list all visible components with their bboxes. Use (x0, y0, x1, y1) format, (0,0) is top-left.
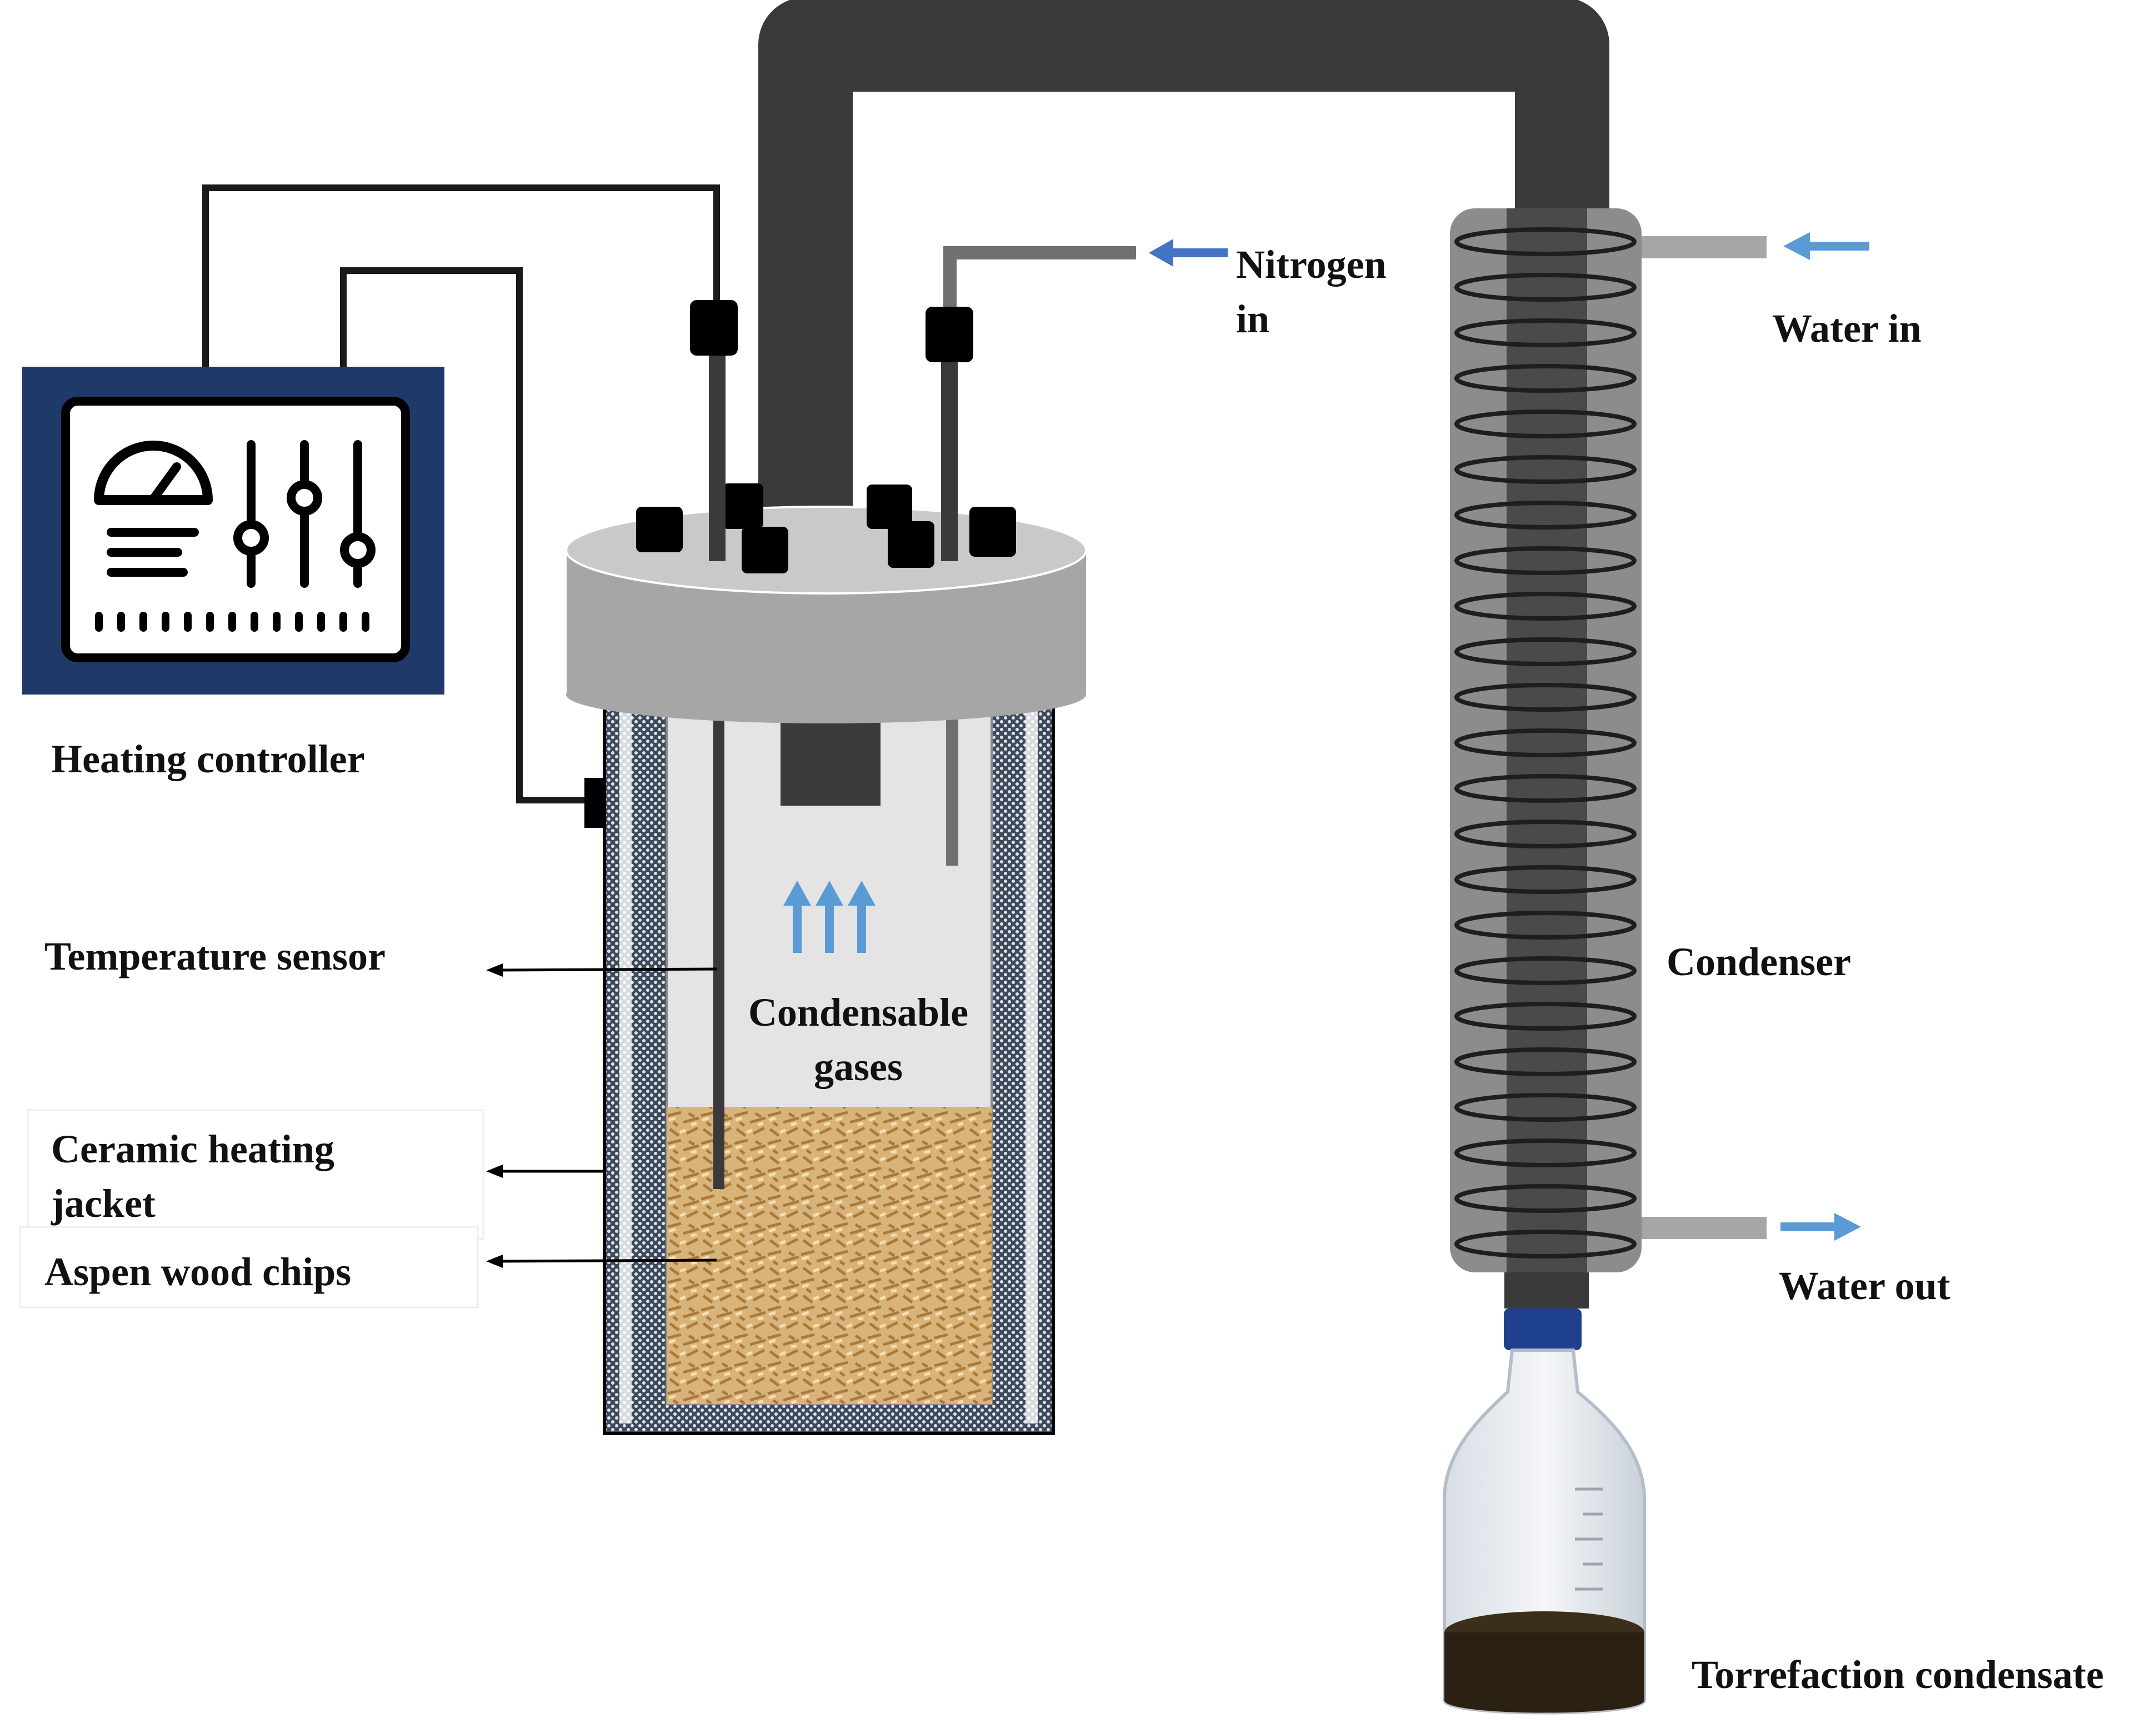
water-inlet-port (1642, 236, 1767, 258)
condenser-label: Condenser (1667, 940, 1851, 984)
water-outlet-port (1642, 1217, 1767, 1239)
aspen-label-box (19, 1226, 479, 1309)
bottle-cap (1504, 1309, 1582, 1350)
gas-outlet-pipe (758, 0, 1609, 700)
lid-bolt (722, 483, 763, 529)
gas-flow-arrows (783, 881, 876, 953)
nitrogen-in-label-line1: Nitrogen (1236, 242, 1387, 287)
water-out-label: Water out (1779, 1263, 1950, 1308)
ceramic-jacket-label-line2: jacket (51, 1181, 156, 1226)
torrefaction-condensate-label: Torrefaction condensate (1692, 1652, 2104, 1697)
heating-controller (22, 367, 444, 695)
lid-bolt (867, 485, 912, 529)
condenser-inner-tube (1507, 208, 1587, 1295)
heating-controller-label: Heating controller (51, 737, 365, 781)
leader-arrows (486, 963, 717, 1268)
collection-bottle (1443, 1272, 1646, 1715)
sensor-fitting (690, 300, 738, 356)
lid-bolt (969, 507, 1016, 557)
water-out-arrow (1780, 1213, 1861, 1241)
aspen-wood-chips-label: Aspen wood chips (44, 1250, 351, 1294)
ceramic-jacket-label-line1: Ceramic heating (51, 1127, 334, 1171)
bottle-graduations (1575, 1487, 1603, 1591)
nitrogen-in-label-line2: in (1236, 297, 1269, 341)
nitrogen-in-arrow (1149, 239, 1228, 267)
water-in-label: Water in (1772, 306, 1922, 351)
sensor-wire (202, 184, 720, 367)
heater-wire (340, 267, 590, 803)
cooling-coil (1454, 227, 1637, 1258)
lid-bolt (742, 527, 788, 573)
nitrogen-fitting (926, 307, 973, 362)
condensable-gases-label-line2: gases (814, 1045, 903, 1089)
water-in-arrow (1783, 232, 1869, 260)
lid-bolt (636, 507, 683, 552)
condenser (1450, 208, 1767, 1295)
gauge-icon (94, 441, 213, 505)
gas-outlet-port (781, 722, 881, 806)
reactor-lid (565, 483, 1087, 723)
temperature-sensor-label: Temperature sensor (44, 934, 386, 978)
condensable-gases-label-line1: Condensable (748, 990, 968, 1035)
scale-ticks (95, 612, 369, 632)
lid-bolt (888, 521, 934, 568)
text-lines-icon (107, 528, 199, 577)
nitrogen-inlet-tube (946, 711, 958, 866)
torrefaction-condensate-liquid (1444, 1632, 1644, 1713)
slider-icon (233, 440, 376, 588)
